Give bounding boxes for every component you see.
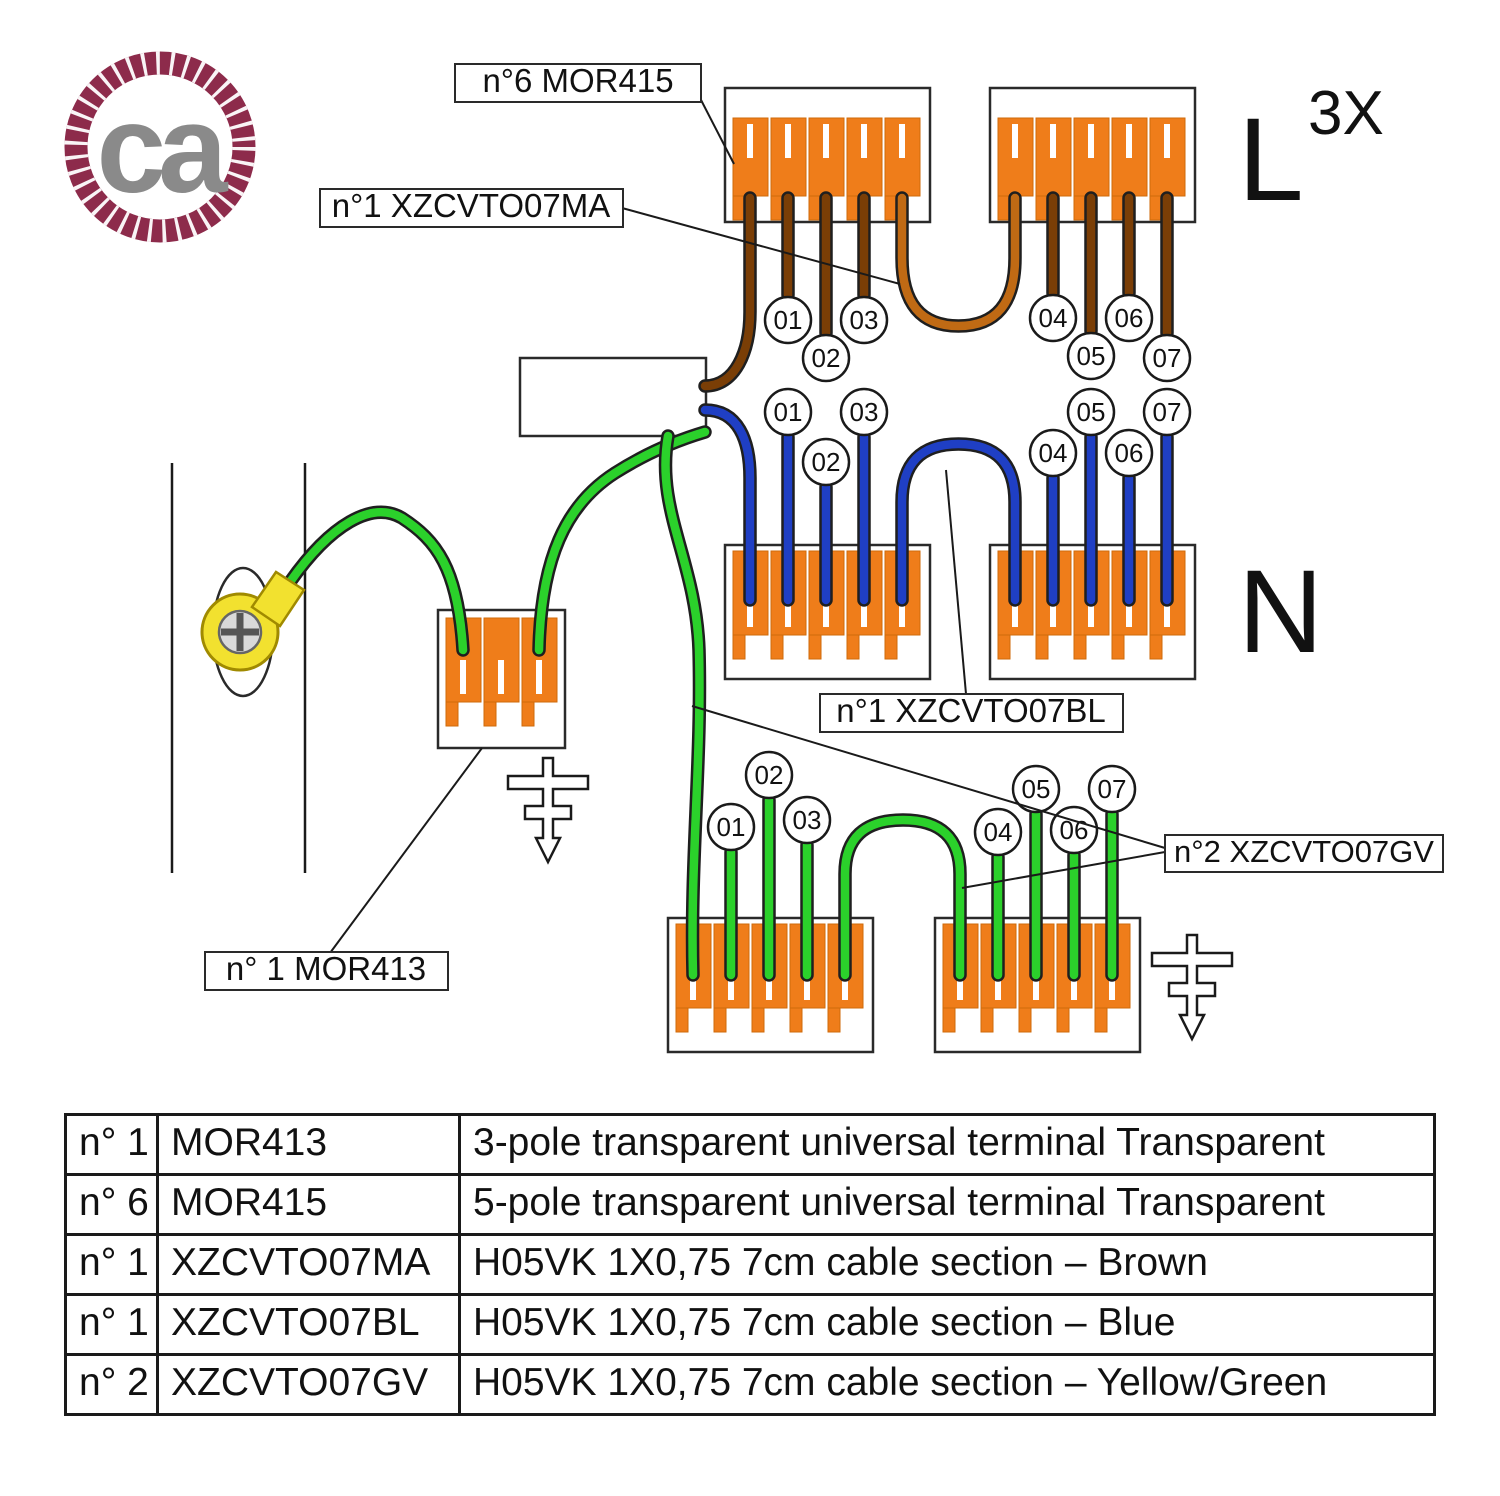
qty-cell: n° 1 (64, 1113, 159, 1176)
wall-lines (170, 463, 307, 873)
description-cell: H05VK 1X0,75 7cm cable section – Blue (458, 1293, 1436, 1356)
svg-text:01: 01 (717, 812, 746, 842)
wire-number-badge: 04 (1028, 428, 1078, 478)
svg-text:01: 01 (774, 397, 803, 427)
svg-text:02: 02 (755, 760, 784, 790)
wire-number-badge: 05 (1011, 764, 1061, 814)
svg-text:02: 02 (812, 343, 841, 373)
svg-text:05: 05 (1077, 341, 1106, 371)
wire-number-badge: 07 (1142, 333, 1192, 383)
table-row: n° 1 XZCVTO07MA H05VK 1X0,75 7cm cable s… (64, 1233, 1436, 1296)
logo-text: ca (96, 80, 229, 219)
table-row: n° 6 MOR415 5-pole transparent universal… (64, 1173, 1436, 1236)
wire-number-badges-earth: 01 02 03 04 05 06 07 (706, 750, 1137, 857)
svg-text:04: 04 (984, 817, 1013, 847)
wire-number-badge: 06 (1104, 293, 1154, 343)
wire-number-badge: 03 (839, 387, 889, 437)
annotation-xzcvto07bl-label: n°1 XZCVTO07BL (836, 692, 1105, 729)
qty-cell: n° 1 (64, 1233, 159, 1296)
leader-line-mor415 (699, 97, 735, 165)
svg-text:04: 04 (1039, 303, 1068, 333)
earth-symbol-icon (506, 756, 590, 864)
qty-cell: n° 2 (64, 1353, 159, 1416)
svg-text:03: 03 (850, 397, 879, 427)
svg-text:02: 02 (812, 447, 841, 477)
svg-text:04: 04 (1039, 438, 1068, 468)
wire-number-badge: 02 (801, 333, 851, 383)
wire-number-badge: 02 (744, 750, 794, 800)
code-cell: XZCVTO07MA (156, 1233, 461, 1296)
leader-line-xzcvto07ma (621, 207, 901, 285)
annotation-xzcvto07gv: n°2 XZCVTO07GV (1164, 834, 1444, 873)
code-cell: MOR413 (156, 1113, 461, 1176)
rope-ring-texture (64, 51, 256, 243)
svg-text:07: 07 (1153, 343, 1182, 373)
brand-logo: ca (64, 51, 256, 243)
line-label-l-multiplier: 3X (1308, 79, 1384, 148)
svg-text:03: 03 (793, 805, 822, 835)
svg-text:07: 07 (1153, 397, 1182, 427)
description-cell: 3-pole transparent universal terminal Tr… (458, 1113, 1436, 1176)
wire-number-badge: 04 (1028, 293, 1078, 343)
wire-number-badge: 02 (801, 437, 851, 487)
wire-number-badge: 06 (1104, 428, 1154, 478)
wire-number-badge: 01 (706, 802, 756, 852)
leader-lines (329, 97, 1166, 954)
earth-symbol-icon (1150, 933, 1234, 1041)
description-cell: H05VK 1X0,75 7cm cable section – Brown (458, 1233, 1436, 1296)
annotation-xzcvto07gv-label: n°2 XZCVTO07GV (1174, 834, 1434, 869)
wire-number-badge: 03 (782, 795, 832, 845)
wire-number-badge: 01 (763, 295, 813, 345)
wire-number-badge: 07 (1142, 387, 1192, 437)
description-cell: H05VK 1X0,75 7cm cable section – Yellow/… (458, 1353, 1436, 1416)
wire-number-badge: 05 (1066, 331, 1116, 381)
leader-line-mor413 (329, 747, 483, 954)
leader-line-xzcvto07gv-1 (961, 851, 1166, 889)
wire-number-badge: 06 (1049, 805, 1099, 855)
svg-text:07: 07 (1098, 774, 1127, 804)
annotation-mor415: n°6 MOR415 (454, 62, 702, 103)
line-label-l: L (1238, 94, 1304, 226)
annotation-xzcvto07bl: n°1 XZCVTO07BL (819, 692, 1124, 733)
svg-text:06: 06 (1115, 438, 1144, 468)
svg-text:01: 01 (774, 305, 803, 335)
code-cell: XZCVTO07GV (156, 1353, 461, 1416)
wire-number-badges-live: 01 02 03 04 05 06 07 (763, 293, 1192, 383)
parts-list: n° 1 MOR413 3-pole transparent universal… (64, 1113, 1436, 1416)
description-cell: 5-pole transparent universal terminal Tr… (458, 1173, 1436, 1236)
svg-text:05: 05 (1077, 397, 1106, 427)
svg-text:03: 03 (850, 305, 879, 335)
wire-number-badge: 05 (1066, 387, 1116, 437)
qty-cell: n° 1 (64, 1293, 159, 1356)
crimp-sleeve (250, 570, 306, 628)
parts-table: n° 1 MOR413 3-pole transparent universal… (64, 1113, 1436, 1416)
leader-line-xzcvto07bl (945, 469, 967, 695)
qty-cell: n° 6 (64, 1173, 159, 1236)
code-cell: XZCVTO07BL (156, 1293, 461, 1356)
wire-number-badge: 07 (1087, 764, 1137, 814)
code-cell: MOR415 (156, 1173, 461, 1236)
wire-number-badge: 04 (973, 807, 1023, 857)
annotation-mor413: n° 1 MOR413 (204, 950, 449, 991)
screw-cross-slot-icon (221, 613, 259, 651)
table-row: n° 1 MOR413 3-pole transparent universal… (64, 1113, 1436, 1176)
wire-number-badge: 01 (763, 387, 813, 437)
wire-number-badges-neutral: 01 02 03 04 05 06 07 (763, 387, 1192, 487)
annotation-mor413-label: n° 1 MOR413 (226, 950, 426, 987)
svg-text:06: 06 (1115, 303, 1144, 333)
wiring-diagram: ca (64, 51, 1444, 1100)
junction-box (518, 356, 708, 438)
annotation-xzcvto07ma: n°1 XZCVTO07MA (319, 187, 624, 228)
wire-number-badge: 03 (839, 295, 889, 345)
table-row: n° 1 XZCVTO07BL H05VK 1X0,75 7cm cable s… (64, 1293, 1436, 1356)
annotation-xzcvto07ma-label: n°1 XZCVTO07MA (332, 187, 611, 224)
table-row: n° 2 XZCVTO07GV H05VK 1X0,75 7cm cable s… (64, 1353, 1436, 1416)
annotation-mor415-label: n°6 MOR415 (482, 62, 673, 99)
svg-text:06: 06 (1060, 815, 1089, 845)
line-label-n: N (1238, 546, 1323, 678)
leader-line-xzcvto07gv-2 (691, 705, 1166, 849)
svg-text:05: 05 (1022, 774, 1051, 804)
